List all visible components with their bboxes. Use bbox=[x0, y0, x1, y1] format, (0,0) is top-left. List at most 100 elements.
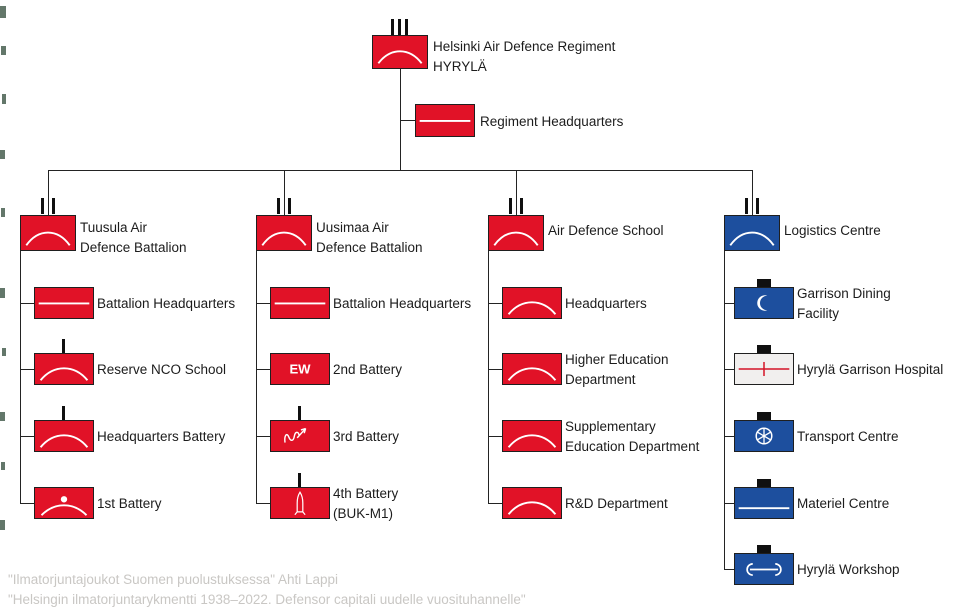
unit-size-tick bbox=[756, 198, 759, 214]
air-defence-arc-icon bbox=[377, 50, 423, 64]
connector-line bbox=[256, 303, 270, 304]
connector-line bbox=[400, 120, 415, 121]
node-label: R&D Department bbox=[565, 496, 668, 511]
label-line: HYRYLÄ bbox=[433, 59, 487, 74]
air-defence-arc-icon bbox=[493, 231, 539, 246]
connector-line bbox=[752, 170, 753, 215]
label-line: Uusimaa Air bbox=[316, 220, 389, 235]
air-defence-arc-icon bbox=[507, 301, 557, 315]
air-defence-arc-icon bbox=[507, 501, 557, 515]
unit-size-tick bbox=[62, 339, 65, 353]
air-defence-arc-icon bbox=[261, 231, 307, 246]
node-label: Battalion Headquarters bbox=[97, 296, 236, 311]
air-defence-arc-icon bbox=[507, 367, 557, 381]
connector-line bbox=[724, 303, 734, 304]
label-line: Garrison Dining bbox=[797, 286, 891, 301]
unit-reserve-nco-school-box bbox=[34, 353, 94, 385]
unit-hq-battery-box bbox=[34, 420, 94, 452]
unit-higher-education-box bbox=[502, 353, 562, 385]
node-label: Garrison Dining Facility bbox=[797, 284, 891, 324]
connector-line bbox=[284, 170, 285, 215]
unit-tuusula-battalion-box bbox=[20, 215, 76, 251]
unit-battalion-hq-box bbox=[270, 287, 330, 319]
unit-school-hq-box bbox=[502, 287, 562, 319]
installation-bar bbox=[757, 412, 771, 420]
label-line: Tuusula Air bbox=[80, 220, 148, 235]
node-label-uusimaa-battalion: Uusimaa Air Defence Battalion bbox=[316, 218, 423, 258]
unit-size-tick bbox=[298, 473, 301, 487]
unit-battalion-hq-box bbox=[34, 287, 94, 319]
hq-line-icon bbox=[419, 120, 471, 122]
unit-3rd-battery-box bbox=[270, 420, 330, 452]
installation-bar bbox=[757, 479, 771, 487]
connector-line bbox=[488, 369, 502, 370]
installation-bar bbox=[757, 545, 771, 553]
label-line: Defence Battalion bbox=[316, 240, 423, 255]
scan-artifact bbox=[0, 150, 5, 159]
node-label: Materiel Centre bbox=[797, 496, 890, 511]
source-watermark-line1: "Ilmatorjuntajoukot Suomen puolustuksess… bbox=[8, 572, 339, 587]
air-defence-arc-icon bbox=[507, 434, 557, 448]
label-line: Defence Battalion bbox=[80, 240, 187, 255]
connector-line bbox=[724, 569, 734, 570]
connector-line bbox=[256, 503, 270, 504]
scan-artifact bbox=[1, 462, 5, 470]
medical-cross-icon bbox=[738, 361, 790, 377]
label-line: Supplementary bbox=[565, 419, 656, 434]
wheel-icon bbox=[755, 427, 773, 445]
node-label-air-defence-school: Air Defence School bbox=[548, 223, 664, 238]
unit-garrison-hospital-box bbox=[734, 353, 794, 385]
connector-line bbox=[488, 251, 489, 503]
node-label-tuusula-battalion: Tuusula Air Defence Battalion bbox=[80, 218, 187, 258]
label-line: Helsinki Air Defence Regiment bbox=[433, 39, 616, 54]
connector-line bbox=[488, 436, 502, 437]
connector-line bbox=[20, 251, 21, 503]
node-label: Battalion Headquarters bbox=[333, 296, 472, 311]
node-label: Supplementary Education Department bbox=[565, 417, 699, 457]
node-label-regiment-hq: Regiment Headquarters bbox=[480, 114, 624, 129]
node-label: Higher Education Department bbox=[565, 350, 669, 390]
air-defence-arc-icon bbox=[729, 231, 775, 246]
connector-line bbox=[724, 503, 734, 504]
scan-artifact bbox=[1, 46, 6, 55]
unit-dining-facility-box bbox=[734, 287, 794, 319]
air-defence-arc-icon bbox=[25, 231, 71, 246]
unit-size-tick bbox=[405, 19, 408, 35]
air-defence-arc-dot-icon bbox=[40, 496, 88, 516]
label-line: Education Department bbox=[565, 439, 700, 454]
connector-line bbox=[400, 69, 401, 170]
scan-artifact bbox=[0, 288, 5, 298]
unit-air-defence-school-box bbox=[488, 215, 544, 251]
unit-uusimaa-battalion-box bbox=[256, 215, 312, 251]
label-line: Department bbox=[565, 372, 636, 387]
unit-size-tick bbox=[520, 198, 523, 214]
connector-line bbox=[20, 436, 34, 437]
unit-regiment-hq-box bbox=[415, 104, 475, 137]
source-watermark-line2: "Helsingin ilmatorjuntarykmentti 1938–20… bbox=[8, 592, 526, 607]
unit-regiment-box bbox=[372, 35, 428, 69]
crescent-icon bbox=[757, 295, 768, 311]
missile-icon bbox=[294, 491, 306, 516]
radar-squiggle-icon bbox=[284, 427, 307, 443]
installation-bar bbox=[757, 345, 771, 353]
unit-size-tick bbox=[398, 19, 401, 35]
connector-line bbox=[20, 503, 34, 504]
unit-2nd-battery-box: EW bbox=[270, 353, 330, 385]
supply-line-icon bbox=[738, 507, 790, 510]
connector-line bbox=[724, 436, 734, 437]
unit-logistics-centre-box bbox=[724, 215, 780, 251]
unit-size-tick bbox=[745, 198, 748, 214]
node-label: 1st Battery bbox=[97, 496, 162, 511]
unit-size-tick bbox=[52, 198, 55, 214]
node-label: 3rd Battery bbox=[333, 429, 400, 444]
unit-1st-battery-box bbox=[34, 487, 94, 519]
unit-size-tick bbox=[288, 198, 291, 214]
connector-line bbox=[48, 170, 753, 171]
node-label-regiment: Helsinki Air Defence Regiment HYRYLÄ bbox=[433, 37, 615, 77]
installation-bar bbox=[757, 279, 771, 287]
connector-line bbox=[256, 369, 270, 370]
connector-line bbox=[724, 369, 734, 370]
label-line: (BUK-M1) bbox=[333, 506, 393, 521]
node-label: Headquarters bbox=[565, 296, 647, 311]
connector-line bbox=[256, 251, 257, 503]
